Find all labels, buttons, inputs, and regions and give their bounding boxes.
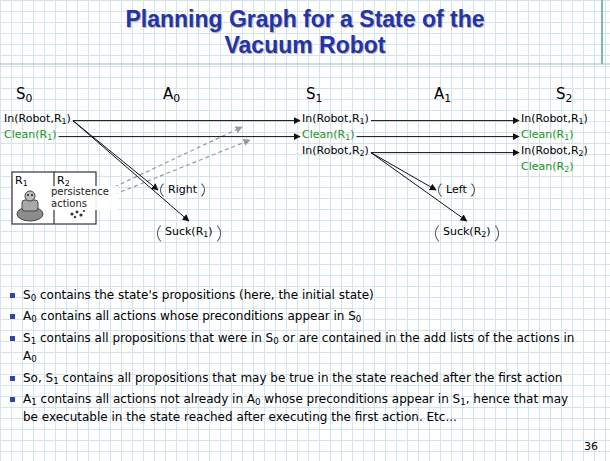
proposition: In(Robot,R2) bbox=[302, 144, 369, 161]
proposition: In(Robot,R2) bbox=[521, 144, 588, 161]
action-node: Suck(R1) bbox=[157, 222, 221, 245]
bullet-row: S0 contains the state's propositions (he… bbox=[8, 288, 578, 306]
action-node: Left bbox=[438, 180, 475, 200]
bullet-row: S1 contains all propositions that were i… bbox=[8, 331, 578, 368]
action-name: Suck(R2) bbox=[443, 225, 491, 238]
level-header: S2 bbox=[556, 86, 572, 107]
proposition: Clean(R1) bbox=[521, 128, 573, 145]
proposition-text: Clean(R1) bbox=[4, 128, 56, 141]
proposition: In(Robot,R1) bbox=[521, 112, 588, 129]
action-name: Suck(R1) bbox=[165, 225, 213, 238]
connector-arrow bbox=[371, 120, 519, 121]
action-node: Right bbox=[160, 180, 205, 200]
bullet-list: S0 contains the state's propositions (he… bbox=[8, 288, 578, 428]
proposition: In(Robot,R1) bbox=[302, 112, 369, 129]
bullet-marker bbox=[10, 293, 15, 298]
connector-arrow bbox=[371, 152, 519, 153]
leader-line bbox=[108, 140, 250, 197]
bullet-text: A1 contains all actions not already in A… bbox=[23, 392, 578, 425]
proposition-text: Clean(R1) bbox=[302, 128, 354, 141]
bullet-row: So, S1 contains all propositions that ma… bbox=[8, 371, 578, 389]
frame-line bbox=[601, 0, 603, 64]
proposition-text: In(Robot,R2) bbox=[521, 144, 588, 157]
proposition: In(Robot,R1) bbox=[4, 112, 71, 129]
level-header: S1 bbox=[306, 86, 322, 107]
page-number: 36 bbox=[584, 440, 598, 453]
action-node: Suck(R2) bbox=[435, 222, 499, 245]
proposition-text: In(Robot,R1) bbox=[4, 112, 71, 125]
room-label: R1 bbox=[15, 174, 28, 190]
connector-arrow bbox=[371, 153, 436, 190]
proposition-text: Clean(R2) bbox=[521, 160, 573, 173]
bullet-text: A0 contains all actions whose preconditi… bbox=[23, 309, 361, 327]
proposition: Clean(R1) bbox=[4, 128, 56, 145]
proposition-text: In(Robot,R1) bbox=[521, 112, 588, 125]
connector-arrow bbox=[73, 120, 300, 121]
bullet-marker bbox=[10, 376, 15, 381]
connector-arrow bbox=[357, 136, 520, 137]
title-rule bbox=[0, 64, 610, 65]
level-header: A0 bbox=[163, 86, 180, 107]
action-name: Right bbox=[168, 183, 197, 196]
proposition-text: In(Robot,R2) bbox=[302, 144, 369, 157]
annotation: persistence actions bbox=[50, 186, 118, 210]
bullet-marker bbox=[10, 336, 15, 341]
bullet-marker bbox=[10, 397, 15, 402]
proposition: Clean(R2) bbox=[521, 160, 573, 177]
bullet-marker bbox=[10, 314, 15, 319]
connector-arrow bbox=[371, 153, 467, 221]
proposition-text: In(Robot,R1) bbox=[302, 112, 369, 125]
connector-arrow bbox=[59, 136, 301, 137]
action-name: Left bbox=[446, 183, 467, 196]
level-header: A1 bbox=[434, 86, 451, 107]
bullet-text: So, S1 contains all propositions that ma… bbox=[23, 371, 562, 389]
proposition: Clean(R1) bbox=[302, 128, 354, 145]
level-header: S0 bbox=[16, 86, 32, 107]
bullet-text: S1 contains all propositions that were i… bbox=[23, 331, 578, 368]
proposition-text: Clean(R1) bbox=[521, 128, 573, 141]
bullet-text: S0 contains the state's propositions (he… bbox=[23, 288, 374, 306]
bullet-row: A0 contains all actions whose preconditi… bbox=[8, 309, 578, 327]
bullet-row: A1 contains all actions not already in A… bbox=[8, 392, 578, 425]
slide-title: Planning Graph for a State of the Vacuum… bbox=[95, 6, 515, 58]
